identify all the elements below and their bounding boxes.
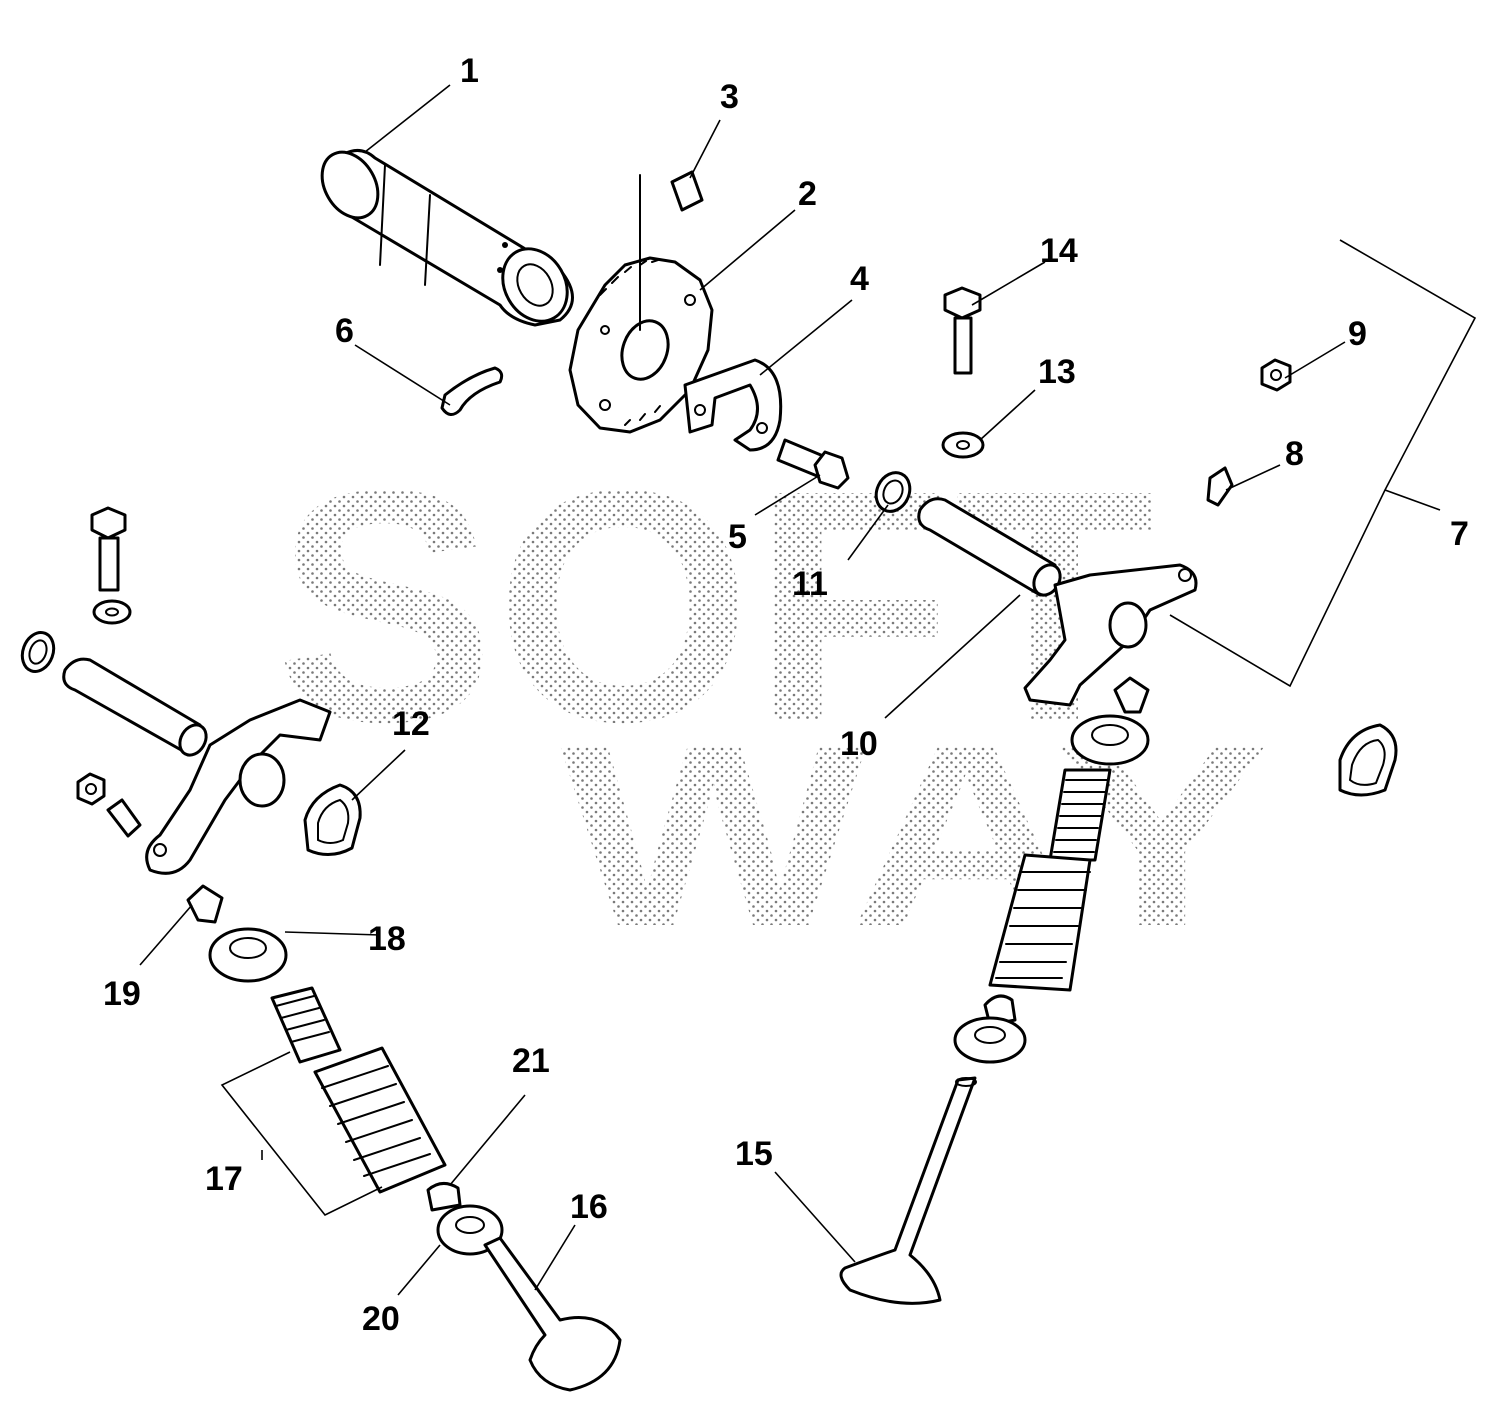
clip-icon [440, 366, 504, 416]
shaft-icon [917, 497, 1062, 597]
watermark-line-2: WAY [560, 691, 1270, 981]
nut-icon [76, 772, 106, 806]
callout-3: 3 [720, 78, 739, 116]
o-ring-icon [20, 631, 56, 673]
retainer-icon [1070, 714, 1150, 766]
bolt-icon [776, 438, 850, 490]
washer-icon [92, 599, 132, 625]
rocker-arm-icon [145, 698, 332, 875]
screw-icon [1206, 466, 1234, 507]
spring-icon [988, 768, 1112, 992]
callout-10: 10 [840, 725, 878, 763]
cotter-icon [186, 884, 224, 924]
seal-icon [426, 1182, 462, 1212]
callout-18: 18 [368, 920, 406, 958]
seat-icon [953, 1016, 1027, 1064]
bolt-icon [90, 506, 127, 592]
callout-2: 2 [798, 175, 817, 213]
callout-14: 14 [1040, 232, 1078, 270]
callout-11: 11 [792, 565, 828, 603]
callout-9: 9 [1348, 315, 1367, 353]
rocker-arm-icon [1023, 563, 1198, 707]
valve-icon [839, 1076, 977, 1305]
retainer-icon [208, 927, 288, 983]
spring-icon [270, 986, 447, 1194]
callout-1: 1 [460, 52, 479, 90]
callout-16: 16 [570, 1188, 608, 1226]
gasket-icon [303, 783, 362, 856]
callout-20: 20 [362, 1300, 400, 1338]
leader-lines [139, 84, 1477, 1296]
seat-icon [436, 1204, 504, 1256]
shaft-icon [62, 657, 208, 757]
nut-icon [1260, 358, 1292, 392]
plate-icon [683, 358, 783, 452]
callout-15: 15 [735, 1135, 773, 1173]
callout-6: 6 [335, 312, 354, 350]
callout-labels: 1 2 3 4 5 6 7 8 9 10 11 12 13 14 15 16 1… [103, 52, 1469, 1338]
callout-12: 12 [392, 705, 430, 743]
camshaft-icon [320, 149, 574, 327]
callout-7: 7 [1450, 515, 1469, 553]
pin-icon [639, 170, 704, 331]
cotter-icon [1113, 676, 1150, 714]
gear-icon [568, 256, 714, 434]
gasket-icon [1338, 723, 1398, 797]
callout-4: 4 [850, 260, 869, 298]
callout-13: 13 [1038, 353, 1076, 391]
callout-5: 5 [728, 518, 747, 556]
washer-icon [941, 431, 985, 459]
bolt-icon [943, 286, 982, 375]
valve-icon [483, 1236, 622, 1392]
callout-8: 8 [1285, 435, 1304, 473]
screw-icon [106, 798, 142, 838]
callout-19: 19 [103, 975, 141, 1013]
callout-17: 17 [205, 1160, 243, 1198]
callout-21: 21 [512, 1042, 550, 1080]
o-ring-icon [874, 471, 912, 513]
